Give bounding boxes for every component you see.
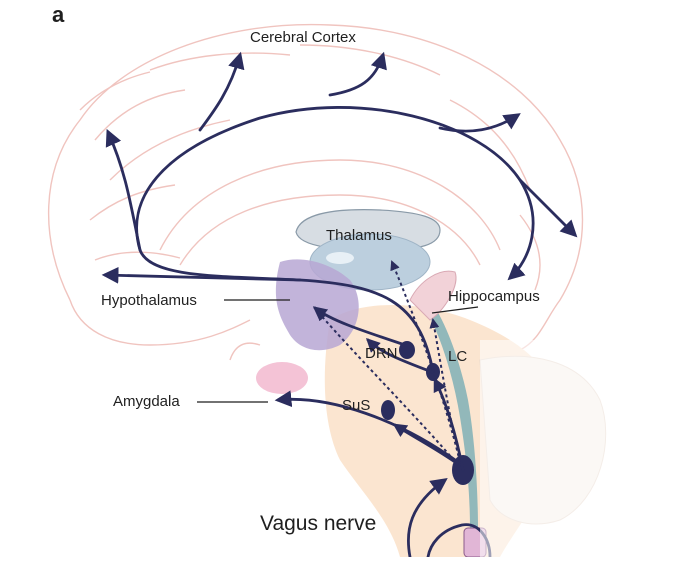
background-fade (480, 340, 692, 557)
label-lc: LC (448, 348, 468, 365)
label-cerebral-cortex: Cerebral Cortex (250, 29, 356, 46)
label-hypothalamus: Hypothalamus (101, 292, 197, 309)
label-hippocampus: Hippocampus (448, 288, 540, 305)
label-amygdala: Amygdala (113, 393, 180, 410)
hypothalamus-structure (275, 259, 359, 351)
hippocampus-structure (409, 270, 457, 321)
label-vagus-nerve: Vagus nerve (260, 512, 377, 535)
pathway-arrows (101, 51, 578, 559)
label-sus: SuS (342, 397, 371, 414)
amygdala-structure (256, 362, 308, 394)
label-drn: DRN (365, 345, 398, 362)
dotted-pathways (316, 260, 461, 466)
label-leaders (197, 299, 479, 403)
sus-nucleus (381, 400, 395, 420)
label-thalamus: Thalamus (326, 227, 392, 244)
panel-letter: a (52, 2, 65, 27)
fourth-ventricle-channel (420, 300, 478, 530)
